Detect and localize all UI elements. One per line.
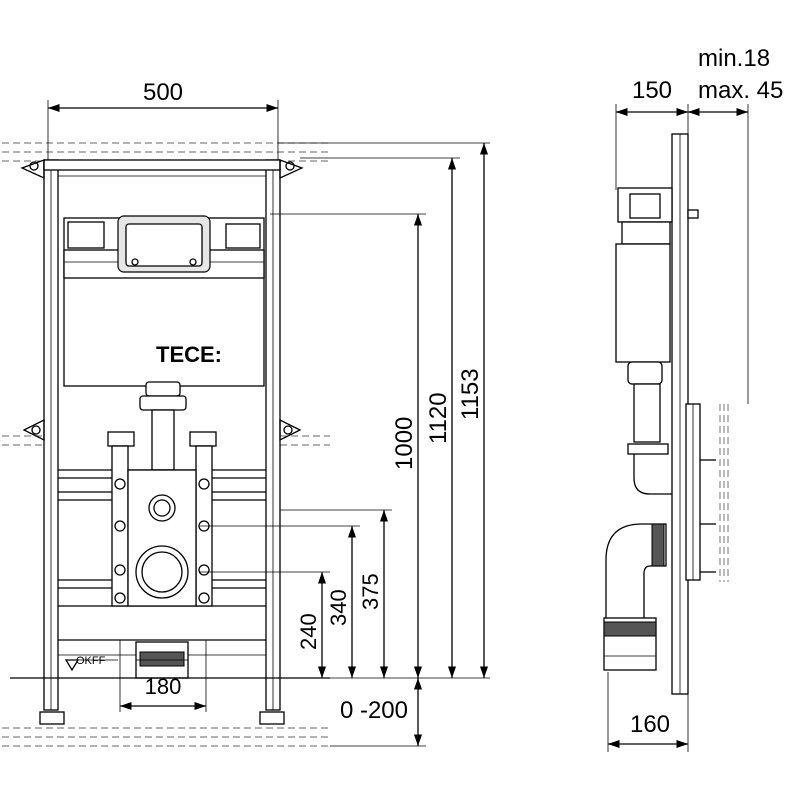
dimension-160-label: 160	[630, 711, 670, 738]
dimension-160: 160	[607, 672, 689, 752]
mid-wall-hatch	[2, 435, 330, 446]
water-inlet	[148, 494, 176, 522]
frame	[20, 159, 304, 725]
dimension-240-label: 240	[296, 613, 321, 650]
floor-hatch	[2, 727, 330, 747]
dimension-180: 180	[119, 640, 207, 712]
drain-pipe	[135, 641, 189, 679]
dimension-340-label: 340	[326, 589, 351, 626]
drain-outlet	[135, 545, 189, 599]
dimension-500: 500	[47, 79, 279, 160]
brand-logo: TECE:	[156, 342, 222, 367]
dimension-375: 375	[358, 510, 389, 678]
dimension-240: 240	[296, 572, 327, 678]
side-view: 150 min.18 max. 45 160	[603, 45, 783, 752]
dimension-340: 340	[326, 526, 357, 678]
side-cistern	[615, 187, 673, 495]
dimension-1153-label: 1153	[457, 368, 484, 420]
floor-level: OKFF	[10, 655, 330, 679]
dimension-1153: 1153	[457, 143, 489, 678]
wall-boards	[719, 404, 729, 582]
dimension-150-label: 150	[632, 77, 672, 104]
wall-thickness-min-label: min.18	[698, 45, 770, 72]
dimension-375-label: 375	[358, 573, 383, 610]
wall-thickness-max-label: max. 45	[698, 77, 783, 104]
cistern	[63, 215, 265, 387]
dimension-500-label: 500	[143, 79, 183, 106]
floor-level-label: OKFF	[76, 655, 106, 667]
front-view: TECE:	[2, 79, 490, 747]
dimension-1000-label: 1000	[391, 417, 418, 470]
top-wall-hatch	[2, 142, 330, 162]
side-frame	[671, 133, 716, 695]
flush-pipe	[139, 381, 187, 471]
side-drain-bend	[603, 523, 667, 671]
dimension-180-label: 180	[145, 674, 182, 699]
dimension-0-200-label: 0 -200	[340, 697, 408, 724]
dimension-1120-label: 1120	[425, 392, 452, 444]
extension-lines	[200, 142, 490, 747]
dimension-1120: 1120	[425, 158, 457, 678]
dimension-0-200: 0 -200	[340, 678, 423, 746]
dimension-wall-thickness: min.18 max. 45	[688, 45, 783, 404]
dimension-1000: 1000	[391, 214, 423, 678]
